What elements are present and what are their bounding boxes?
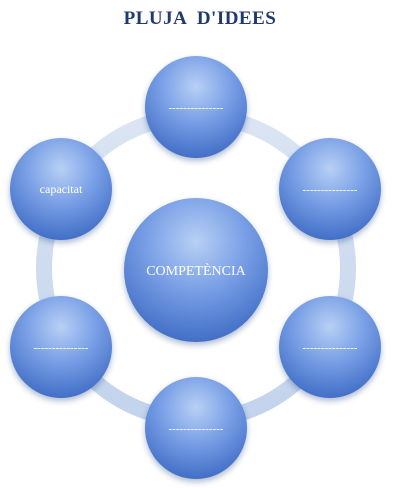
node-upper-left[interactable]: capacitat <box>10 138 112 240</box>
node-upper-right[interactable]: --------------- <box>279 138 381 240</box>
node-lower-right-label: --------------- <box>303 342 358 354</box>
node-lower-left[interactable]: --------------- <box>10 296 112 398</box>
center-node[interactable]: COMPETÈNCIA <box>124 198 268 342</box>
node-lower-left-label: --------------- <box>34 342 89 354</box>
node-upper-left-label: capacitat <box>40 182 83 196</box>
node-bottom[interactable]: --------------- <box>145 377 247 479</box>
diagram-title: PLUJA D'IDEES <box>123 8 277 29</box>
node-lower-right[interactable]: --------------- <box>279 296 381 398</box>
node-top[interactable]: --------------- <box>145 56 247 158</box>
node-top-label: --------------- <box>169 102 224 114</box>
node-upper-right-label: --------------- <box>303 184 358 196</box>
center-node-label: COMPETÈNCIA <box>146 262 246 279</box>
node-bottom-label: --------------- <box>169 423 224 435</box>
